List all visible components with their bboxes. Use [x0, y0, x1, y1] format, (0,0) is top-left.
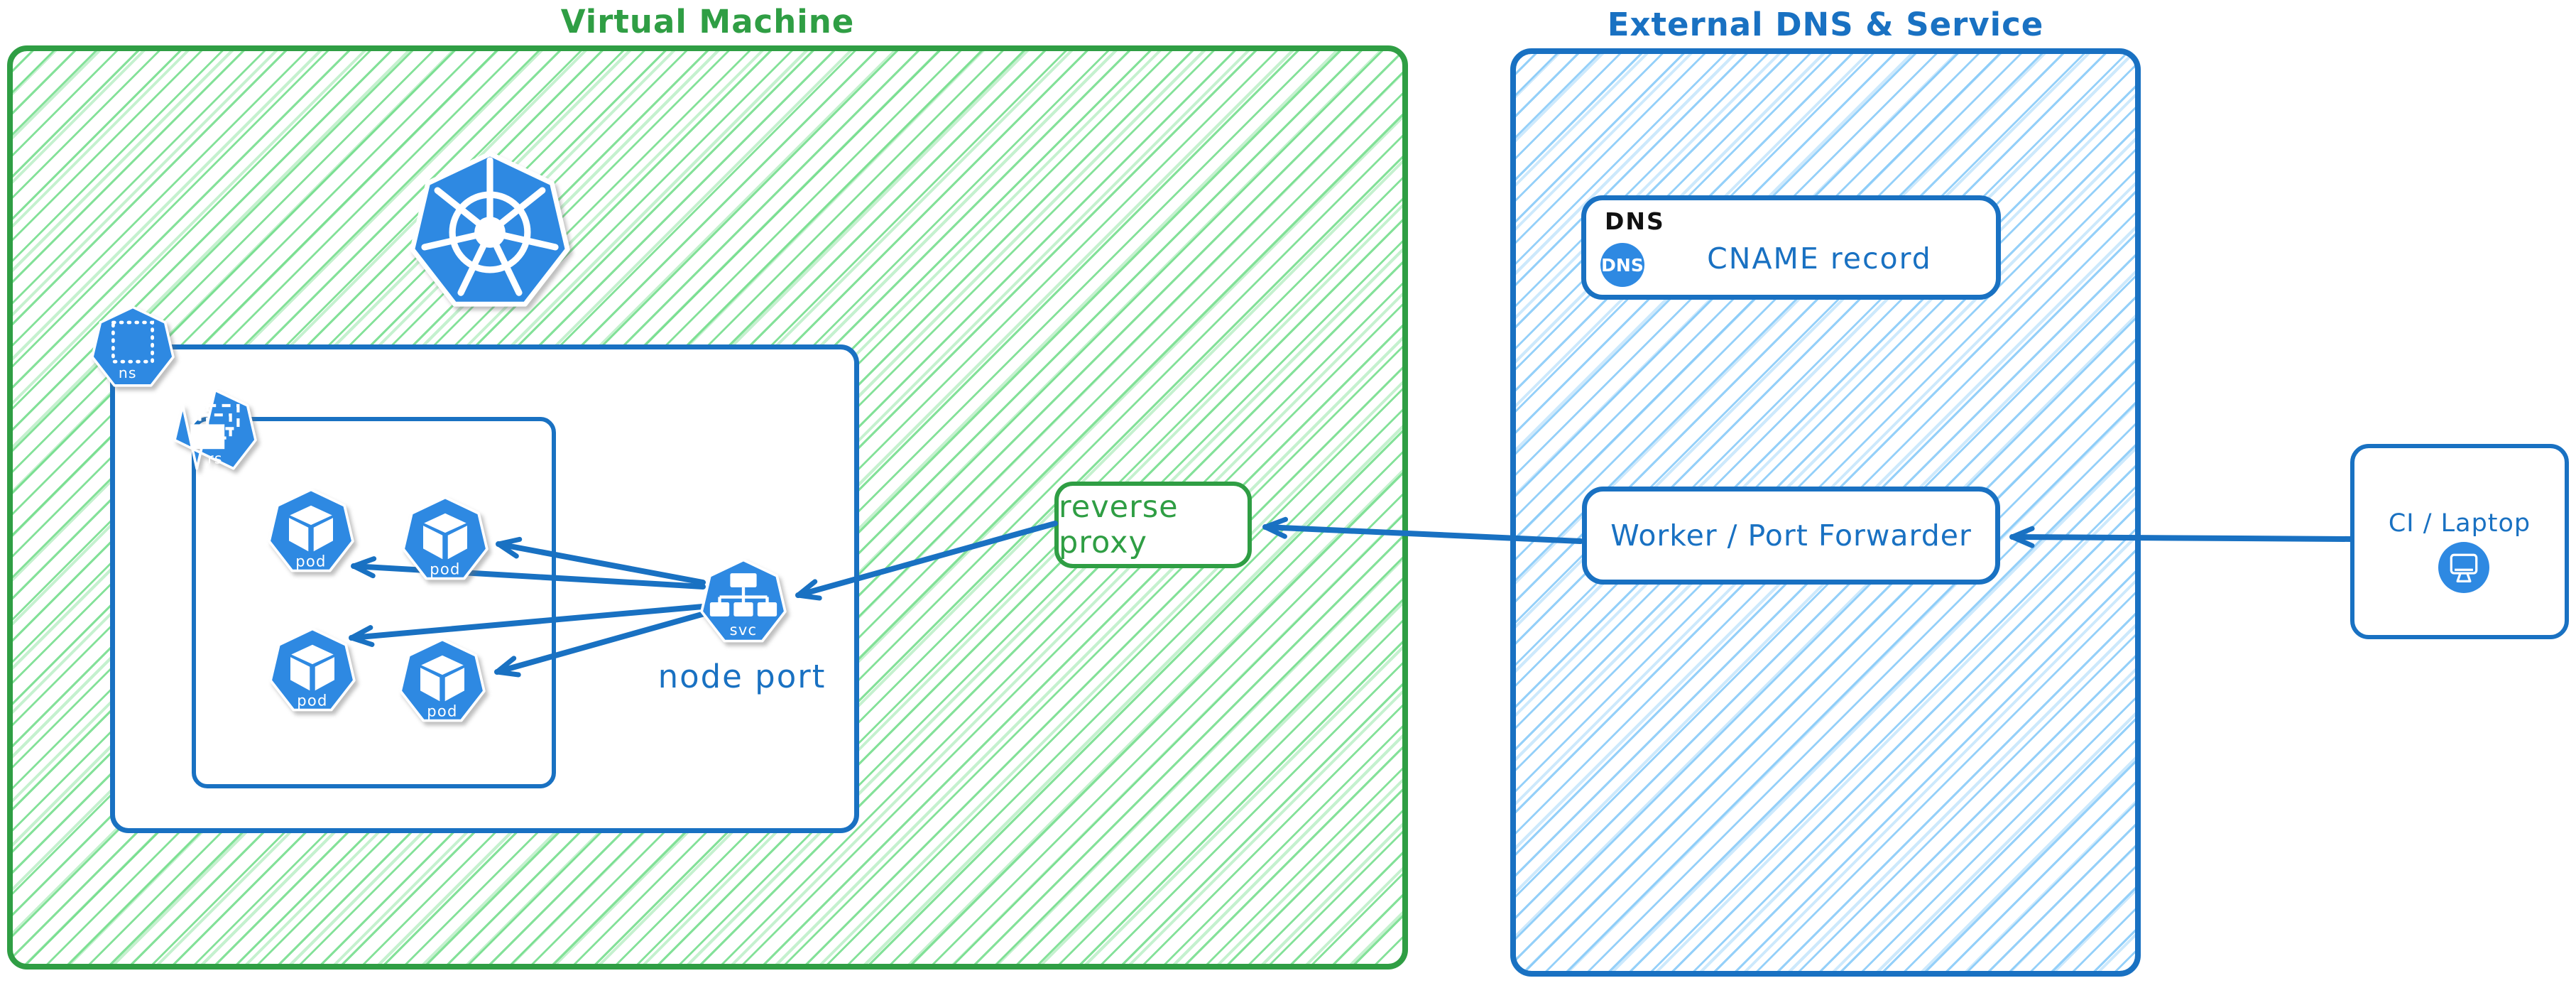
worker-port-forwarder-box: Worker / Port Forwarder — [1582, 487, 2000, 585]
kubernetes-logo-icon — [410, 151, 570, 307]
reverse-proxy-label: reverse proxy — [1059, 489, 1179, 560]
replicaset-icon-label: rs — [207, 450, 222, 467]
service-icon-label: svc — [730, 621, 758, 639]
dns-badge-label: DNS — [1601, 254, 1644, 276]
ci-laptop-label: CI / Laptop — [2388, 509, 2531, 538]
arrow-svc-to-pod4 — [497, 611, 707, 672]
node-port-label: node port — [657, 658, 826, 695]
virtual-machine-title: Virtual Machine — [560, 3, 855, 40]
dns-badge-icon: DNS — [1600, 243, 1644, 287]
pod-icon: pod — [268, 488, 354, 572]
pod-icon-label: pod — [427, 702, 457, 719]
dns-box-tag: DNS — [1605, 207, 1665, 235]
worker-label: Worker / Port Forwarder — [1610, 518, 1972, 553]
ci-laptop-box: CI / Laptop — [2350, 444, 2569, 639]
pod-icon: pod — [269, 627, 356, 712]
replicaset-icon: rs — [173, 389, 257, 470]
pod-icon-label: pod — [295, 552, 326, 570]
dns-record-box: DNS DNS CNAME record — [1581, 195, 2001, 300]
arrow-ci-to-worker — [2009, 537, 2354, 539]
arrow-svc-to-pod3 — [351, 604, 706, 638]
cname-record-label: CNAME record — [1707, 241, 1932, 276]
pod-icon-label: pod — [297, 691, 327, 709]
arrow-svc-to-pod1 — [351, 566, 706, 590]
arrow-reverse-proxy-to-node-port — [798, 521, 1058, 595]
service-icon: svc — [700, 558, 787, 643]
arrow-worker-to-reverse-proxy — [1262, 527, 1583, 544]
namespace-icon-label: ns — [119, 364, 137, 381]
pod-icon: pod — [402, 496, 489, 580]
pod-icon-label: pod — [430, 560, 460, 577]
namespace-icon: ns — [91, 305, 175, 387]
pod-icon: pod — [399, 638, 486, 722]
monitor-icon — [2438, 542, 2489, 593]
external-dns-title: External DNS & Service — [1607, 6, 2044, 43]
monitor-glyph — [2450, 553, 2478, 582]
replicaset-box — [192, 417, 556, 788]
arrow-svc-to-pod2 — [498, 544, 706, 585]
